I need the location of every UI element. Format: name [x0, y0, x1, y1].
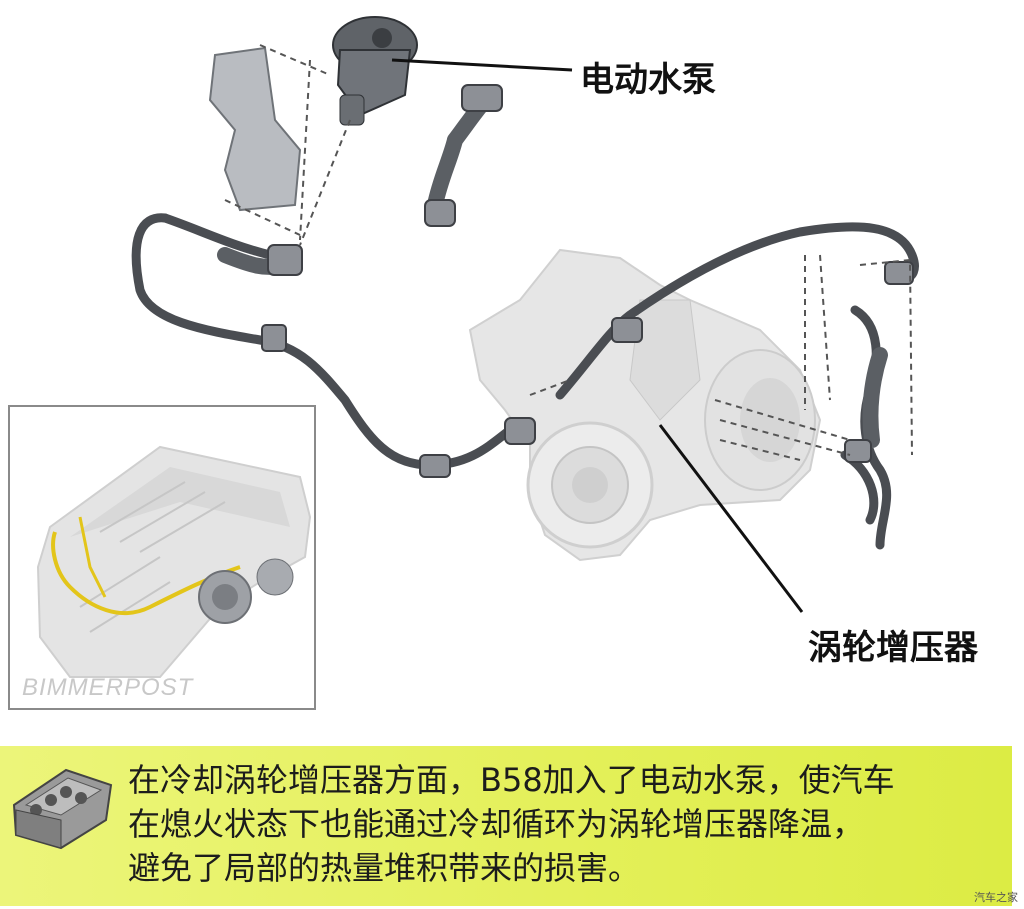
caption-line-1: 在冷却涡轮增压器方面，B58加入了电动水泵，使汽车 [128, 761, 895, 799]
leader-lines [391, 58, 804, 613]
caption-banner: 在冷却涡轮增压器方面，B58加入了电动水泵，使汽车 在熄火状态下也能通过冷却循环… [0, 746, 1012, 906]
caption-text: 在冷却涡轮增压器方面，B58加入了电动水泵，使汽车 在熄火状态下也能通过冷却循环… [128, 758, 998, 890]
caption-line-2: 在熄火状态下也能通过冷却循环为涡轮增压器降温， [128, 805, 865, 843]
bimmerpost-watermark: BIMMERPOST [22, 674, 194, 701]
pump-leader-line [391, 58, 573, 72]
electric-water-pump-label: 电动水泵 [580, 60, 716, 100]
turbocharger-illustration [468, 248, 822, 562]
turbo-leader-line [658, 424, 804, 613]
engine-illustration [36, 445, 312, 678]
pipe-fittings [261, 84, 914, 478]
engine-inset-image: BIMMERPOST [8, 405, 316, 710]
source-watermark: 汽车之家 [974, 891, 1018, 904]
engine-block-thumbnail [12, 768, 113, 850]
mounting-bracket [208, 46, 302, 212]
assembly-guide-lines [224, 44, 913, 461]
turbocharger-label: 涡轮增压器 [808, 628, 978, 668]
electric-water-pump-illustration [332, 16, 418, 126]
caption-line-3: 避免了局部的热量堆积带来的损害。 [128, 849, 641, 887]
